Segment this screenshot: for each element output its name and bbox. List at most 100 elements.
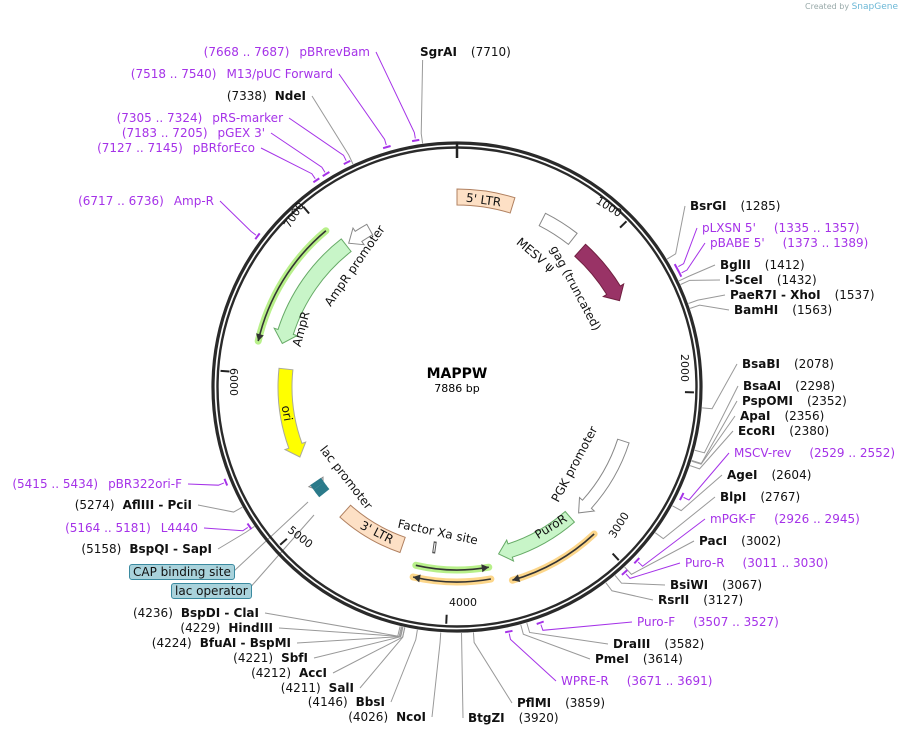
primer-plxsn-5-[interactable]: pLXSN 5'(1335 .. 1357) [702, 221, 860, 235]
ori-feature[interactable] [277, 367, 307, 458]
enzyme-name: BspDI - ClaI [181, 606, 259, 620]
feature-label-ltr5[interactable]: 5' LTR [465, 191, 502, 210]
enzyme-leader-line [678, 264, 716, 282]
enzyme-site-bsaai[interactable]: BsaAI(2298) [743, 379, 835, 393]
primer-leader-line [540, 621, 633, 631]
primer-leader-line [260, 147, 316, 179]
enzyme-name: NcoI [396, 710, 426, 724]
psi-feature[interactable] [538, 212, 578, 246]
enzyme-name: SalI [329, 681, 354, 695]
tick-mark [611, 552, 620, 561]
enzyme-leader-line [624, 540, 695, 575]
enzyme-site-paci[interactable]: PacI(3002) [699, 534, 781, 548]
enzyme-site-i-scei[interactable]: I-SceI(1432) [725, 273, 817, 287]
enzyme-site-draiii[interactable]: DraIII(3582) [613, 637, 704, 651]
ampr-feature[interactable] [273, 238, 352, 345]
lac-operator-callout[interactable]: lac operator [171, 583, 252, 599]
primer-puro-f[interactable]: Puro-F(3507 .. 3527) [637, 615, 779, 629]
enzyme-name: EcoRI [738, 424, 775, 438]
primer-wpre-r[interactable]: WPRE-R(3671 .. 3691) [561, 674, 712, 688]
enzyme-leader-line [694, 385, 739, 454]
enzyme-leader-line [390, 629, 418, 703]
primer-range: (3011 .. 3030) [743, 556, 829, 570]
primer-pbr322ori-f[interactable]: (5415 .. 5434)pBR322ori-F [12, 477, 182, 491]
enzyme-leader-line [614, 575, 666, 586]
inner-orf-reverse-arrowhead [413, 574, 421, 583]
primer-pbrforeco[interactable]: (7127 .. 7145)pBRforEco [97, 141, 255, 155]
primer-amp-r[interactable]: (6717 .. 6736) Amp-R [78, 194, 214, 208]
enzyme-site-sbfi[interactable]: (4221)SbfI [233, 651, 308, 665]
enzyme-site-acci[interactable]: (4212)AccI [251, 666, 327, 680]
enzyme-site-pspomi[interactable]: PspOMI(2352) [742, 394, 847, 408]
enzyme-position: (1412) [765, 258, 805, 272]
primer-pbabe-5-[interactable]: pBABE 5'(1373 .. 1389) [710, 236, 868, 250]
pgk-promoter-feature[interactable] [578, 438, 630, 514]
primer-mpgk-f[interactable]: mPGK-F(2926 .. 2945) [710, 512, 860, 526]
primer-binding-mark [223, 478, 229, 486]
gag-feature[interactable] [574, 243, 625, 302]
enzyme-name: AccI [299, 666, 327, 680]
enzyme-site-pflmi[interactable]: PflMI(3859) [517, 696, 605, 710]
enzyme-site-apai[interactable]: ApaI(2356) [740, 409, 824, 423]
enzyme-site-bglii[interactable]: BglII(1412) [720, 258, 805, 272]
enzyme-site-bsabi[interactable]: BsaBI(2078) [742, 357, 834, 371]
enzyme-site-bsiwi[interactable]: BsiWI(3067) [670, 578, 762, 592]
primer-name: pLXSN 5' [702, 221, 756, 235]
primer-pgex-3-[interactable]: (7183 .. 7205)pGEX 3' [122, 126, 265, 140]
primer-range: (3507 .. 3527) [693, 615, 779, 629]
leader-lines [187, 51, 739, 719]
primer-prs-marker[interactable]: (7305 .. 7324)pRS-marker [117, 111, 283, 125]
enzyme-site-ecori[interactable]: EcoRI(2380) [738, 424, 829, 438]
enzyme-site-bspdi-clai[interactable]: (4236)BspDI - ClaI [133, 606, 259, 620]
enzyme-leader-line [688, 294, 726, 304]
enzyme-site-paer7i-xhoi[interactable]: PaeR7I - XhoI(1537) [730, 288, 875, 302]
feature-label-ori[interactable]: ori [279, 404, 295, 422]
puro-orf[interactable] [512, 533, 595, 581]
ltr3-feature[interactable] [339, 504, 406, 554]
primer-range: (6717 .. 6736) [78, 194, 164, 208]
cap-binding-site-callout[interactable]: CAP binding site [129, 564, 235, 580]
tick-mark [619, 220, 628, 229]
enzyme-site-pmei[interactable]: PmeI(3614) [595, 652, 683, 666]
enzyme-position: (3614) [643, 652, 683, 666]
ampr-orf[interactable] [257, 230, 327, 342]
primer-binding-mark [504, 629, 513, 634]
labels: SgrAI(7710)BsrGI(1285)BglII(1412)I-SceI(… [12, 45, 895, 725]
primer-name: pBRrevBam [299, 45, 370, 59]
enzyme-site-agei[interactable]: AgeI(2604) [727, 468, 811, 482]
enzyme-site-rsrii[interactable]: RsrII(3127) [658, 593, 743, 607]
enzyme-site-blpi[interactable]: BlpI(2767) [720, 490, 800, 504]
enzyme-position: (4026) [348, 710, 388, 724]
enzyme-site-bspqi-sapi[interactable]: (5158)BspQI - SapI [81, 542, 212, 556]
enzyme-leader-line [197, 504, 243, 513]
ampr-promoter-feature[interactable] [348, 223, 374, 246]
primer-puro-r[interactable]: Puro-R(3011 .. 3030) [685, 556, 828, 570]
primer-range: (2529 .. 2552) [809, 446, 895, 460]
enzyme-leader-line [296, 626, 403, 644]
enzyme-leader-line [461, 632, 464, 719]
enzyme-site-sgrai[interactable]: SgrAI(7710) [420, 45, 511, 59]
puror-feature[interactable] [497, 510, 576, 562]
enzyme-site-afliii-pcii[interactable]: (5274)AflIII - PciI [75, 498, 192, 512]
primer-mscv-rev[interactable]: MSCV-rev(2529 .. 2552) [734, 446, 895, 460]
enzyme-name: SgrAI [420, 45, 457, 59]
enzyme-site-btgzi[interactable]: BtgZI(3920) [468, 711, 559, 725]
primer-l4440[interactable]: (5164 .. 5181)L4440 [65, 521, 198, 535]
enzyme-site-bsrgi[interactable]: BsrGI(1285) [690, 199, 780, 213]
enzyme-site-bfuai-bspmi[interactable]: (4224)BfuAI - BspMI [152, 636, 291, 650]
enzyme-site-sali[interactable]: (4211)SalI [281, 681, 354, 695]
enzyme-site-ndei[interactable]: (7338)NdeI [227, 89, 306, 103]
primer-name: Amp-R [174, 194, 214, 208]
feature-label-factorxa[interactable]: Factor Xa site [396, 517, 479, 548]
enzyme-site-bbsi[interactable]: (4146)BbsI [308, 695, 385, 709]
enzyme-site-hindiii[interactable]: (4229)HindIII [180, 621, 273, 635]
enzyme-site-ncoi[interactable]: (4026) NcoI [348, 710, 426, 724]
enzyme-name: I-SceI [725, 273, 763, 287]
enzyme-site-bamhi[interactable]: BamHI(1563) [734, 303, 832, 317]
primer-pbrrevbam[interactable]: (7668 .. 7687)pBRrevBam [204, 45, 370, 59]
enzyme-name: ApaI [740, 409, 770, 423]
primer-leader-line [288, 117, 347, 161]
feature-label-lacpromoter[interactable]: lac promoter [317, 443, 375, 512]
primer-m13-puc-forward[interactable]: (7518 .. 7540)M13/pUC Forward [131, 67, 333, 81]
ltr5-feature[interactable] [456, 188, 516, 214]
